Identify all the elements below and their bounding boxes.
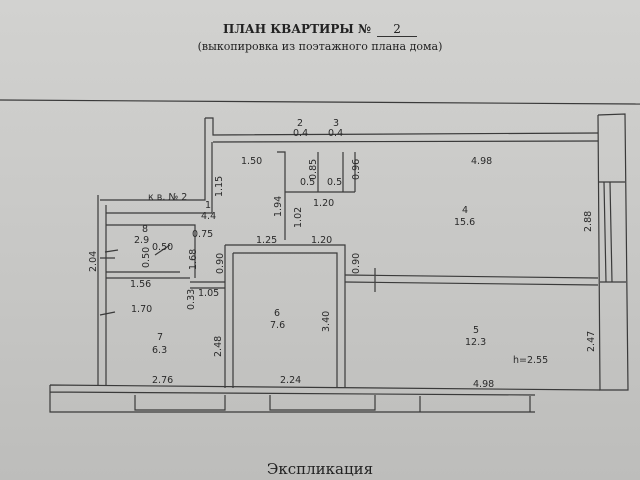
wall-bottom [49,384,601,413]
plan-subtitle: (выкопировка из поэтажного плана дома) [197,40,443,53]
dim: 2.24 [280,375,301,386]
room-8-area: 2.9 [134,235,149,246]
dim: 2.04 [88,251,99,272]
dim: 0.5 [300,177,315,188]
dim: 1.15 [214,176,225,197]
plan-title: ПЛАН КВАРТИРЫ № 2 [0,22,640,37]
room-1-number: 1 [205,200,211,211]
ceiling-height: h=2.55 [513,355,548,366]
room-7-area: 6.3 [152,345,167,356]
dim: 1.70 [131,304,152,315]
dim: 1.05 [198,288,219,299]
dim: 0.50 [152,242,173,253]
dim: 0.85 [308,159,319,180]
dim: 0.50 [141,247,152,268]
room-5-number: 5 [473,325,479,336]
building-outline [0,99,640,105]
room-6-area: 7.6 [270,320,285,331]
wall-top [100,117,599,201]
room-2-number: 2 [297,118,303,129]
dim: 0.5 [327,177,342,188]
dim: 2.48 [213,336,224,357]
dim: 2.47 [586,331,597,352]
explication-heading: Экспликация [266,460,374,478]
dim: 0.33 [186,289,197,310]
room-1-area: 4.4 [201,211,216,222]
room-3-number: 3 [333,118,339,129]
dim: 0.96 [351,159,362,180]
room-3-area: 0.4 [328,128,343,139]
apartment-label: к в. № 2 [148,192,187,203]
room-8-number: 8 [142,224,148,235]
room-4-area: 15.6 [454,217,475,228]
room-6-walls [224,244,346,388]
dim: 2.88 [583,211,594,232]
dim: 0.90 [351,253,362,274]
dim: 1.56 [130,279,151,290]
dim: 1.50 [241,156,262,167]
dim: 1.20 [313,198,334,209]
dim: 1.20 [311,235,332,246]
dim: 1.68 [188,249,199,270]
title-text: ПЛАН КВАРТИРЫ № [222,22,372,36]
dim: 3.40 [321,311,332,332]
room-7-number: 7 [157,332,163,343]
dim: 4.98 [471,156,492,167]
dim: 0.75 [192,229,213,240]
dim: 1.02 [293,207,304,228]
partition-4-5 [344,268,599,292]
room-4-number: 4 [462,205,468,216]
partition-7 [190,281,225,289]
dim: 0.90 [215,253,226,274]
bathroom-walls [99,224,196,316]
dim: 1.94 [273,196,284,217]
dim: 1.25 [256,235,277,246]
wall-left [97,142,213,385]
room-2-area: 0.4 [293,128,308,139]
dim: 2.76 [152,375,173,386]
closets-wall [277,151,356,240]
apartment-number: 2 [377,22,418,37]
room-6-number: 6 [274,308,280,319]
room-5-area: 12.3 [465,337,486,348]
dim: 4.98 [473,379,494,390]
wall-right [597,113,629,391]
